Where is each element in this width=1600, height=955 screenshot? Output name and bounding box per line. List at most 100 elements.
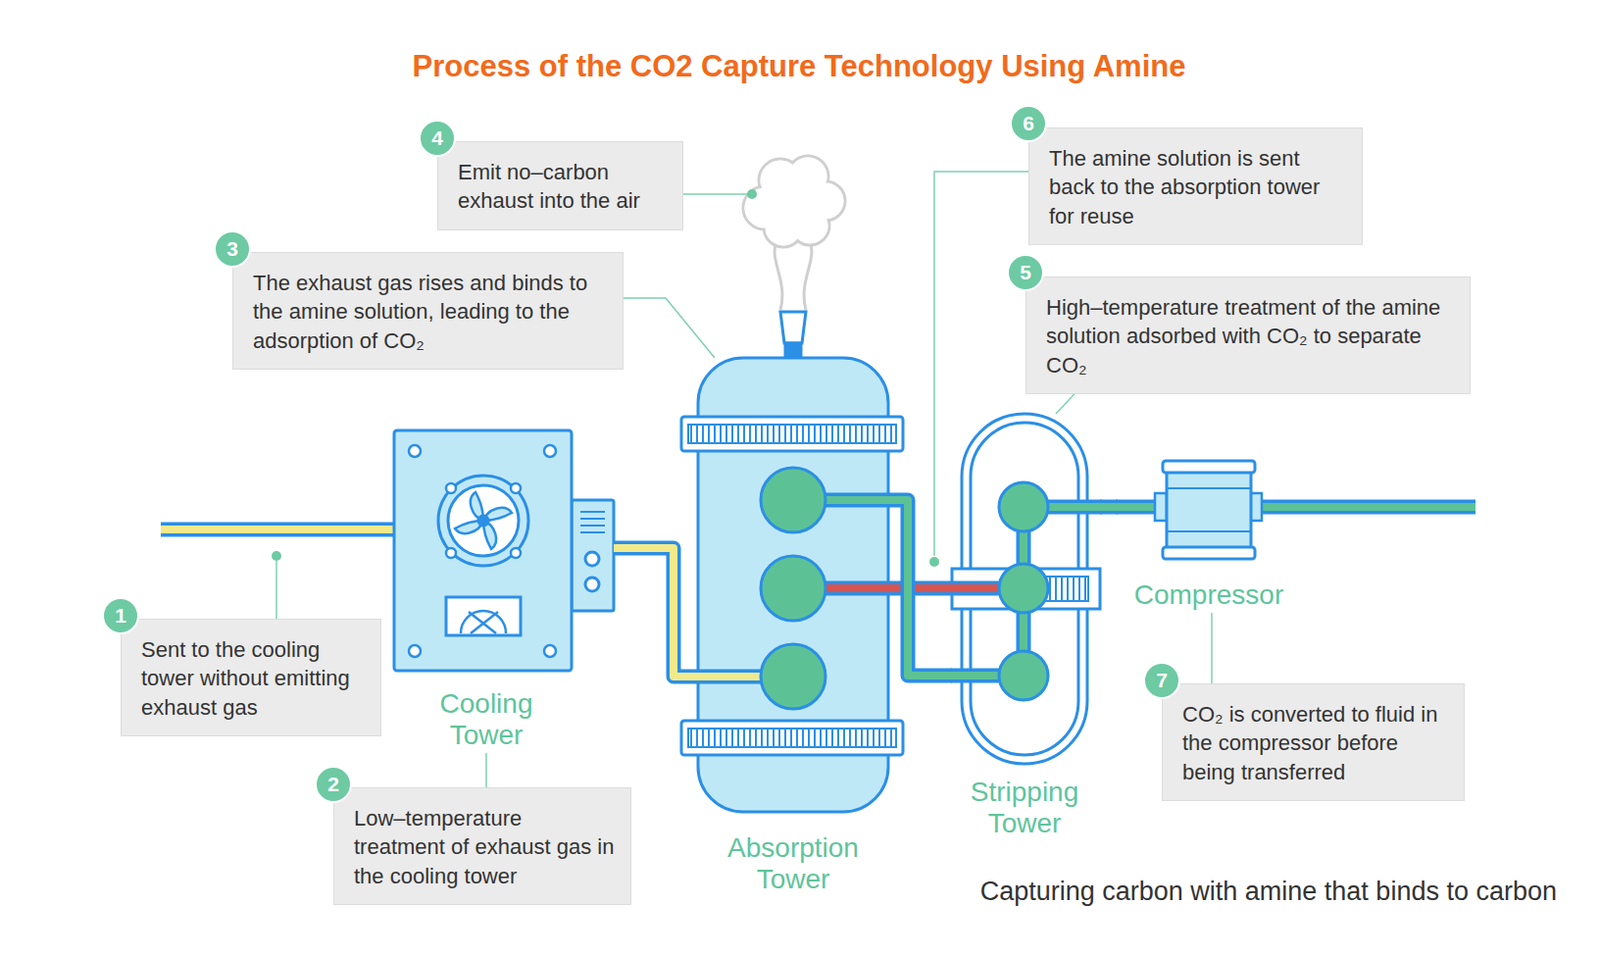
leader-line	[486, 752, 488, 788]
flange	[1154, 493, 1167, 521]
pipe-outline	[888, 500, 952, 676]
exhaust-inlet-pipe-part	[160, 522, 397, 538]
callout-number: 1	[101, 597, 140, 635]
callout-box: The exhaust gas rises and binds to the a…	[232, 251, 624, 370]
compressor: Compressor	[1117, 460, 1304, 613]
compressor-ring	[1162, 460, 1255, 473]
unit-label: Compressor	[1115, 579, 1302, 611]
panel-vents-part	[580, 531, 605, 534]
fan-part	[478, 515, 489, 526]
tower-band	[681, 720, 903, 755]
callout-number: 5	[1006, 253, 1045, 292]
fan-part	[446, 483, 521, 558]
diagram-title: Process of the CO2 Capture Technology Us…	[412, 49, 1187, 85]
housing-screws	[408, 445, 556, 657]
tower-band-part	[688, 424, 897, 444]
exhaust-inlet-pipe-part	[160, 525, 397, 534]
fan-part	[448, 485, 519, 556]
stripping-tower: Stripping Tower	[951, 413, 1100, 842]
fan-part-part	[510, 548, 521, 558]
cooling-tower: Cooling Tower	[394, 430, 614, 753]
tower-band-part	[681, 416, 903, 451]
leader-stroke	[623, 298, 715, 358]
absorption-tower: Absorption Tower	[698, 357, 889, 898]
leader-dots	[271, 189, 940, 567]
pipe-fluid	[1100, 502, 1118, 511]
absorption-ports	[760, 467, 826, 709]
stripping-ports-part	[999, 650, 1049, 700]
callout-number: 7	[1143, 661, 1181, 700]
exhaust-stream	[803, 241, 812, 310]
leader-line	[683, 193, 748, 196]
panel-knob	[585, 577, 600, 592]
pipe-fluid	[613, 548, 699, 677]
leader-stroke	[485, 752, 488, 788]
callout-number: 2	[314, 765, 352, 803]
panel-vents-part	[580, 510, 605, 513]
callout-text: CO₂ is converted to fluid in the compres…	[1182, 700, 1449, 787]
leader-dot	[747, 189, 757, 200]
compressor-drawing	[1114, 460, 1476, 559]
compressor-body	[1166, 468, 1251, 551]
cloud-outline	[743, 155, 846, 248]
housing-screws-part	[408, 645, 421, 657]
absorption-ports-part	[760, 467, 826, 533]
cloud-fill-part	[768, 178, 820, 230]
panel-vents	[580, 511, 605, 533]
stripping-ports	[999, 482, 1049, 700]
fan-part	[438, 475, 529, 566]
fan-part-part	[446, 483, 456, 494]
fan-blades	[454, 492, 512, 550]
pipe-fluid	[888, 500, 952, 676]
fan-part-part	[510, 483, 521, 494]
stripping-tower-drawing	[950, 413, 1103, 764]
callout-text: Low–temperature treatment of exhaust gas…	[353, 803, 615, 891]
compressor-ring	[1162, 547, 1255, 559]
pipe-connector	[613, 548, 699, 677]
callout-box: Emit no–carbon exhaust into the air	[437, 141, 684, 231]
unit-label: Cooling Tower	[407, 688, 565, 751]
callout-text: Sent to the cooling tower without emitti…	[141, 635, 365, 722]
exhaust-inlet-pipe	[160, 529, 397, 531]
cooling-housing	[394, 430, 572, 671]
compressor-seam	[1166, 487, 1251, 490]
exhaust-nozzle	[780, 311, 806, 344]
panel-knob	[585, 551, 600, 566]
leader-line	[275, 560, 278, 619]
callout-box: Sent to the cooling tower without emitti…	[120, 618, 382, 737]
callout-box: CO₂ is converted to fluid in the compres…	[1161, 683, 1465, 801]
pipe-connector	[1100, 506, 1118, 508]
cooling-tower-drawing	[394, 430, 614, 671]
tower-band-part	[688, 728, 897, 748]
gauge-part	[460, 610, 506, 634]
callout-text: High–temperature treatment of the amine …	[1046, 293, 1454, 380]
cloud-fill	[745, 157, 845, 247]
callout-number: 4	[418, 119, 456, 157]
callout-text: The amine solution is sent back to the a…	[1049, 144, 1347, 231]
callout-box: Low–temperature treatment of exhaust gas…	[333, 787, 632, 905]
stripping-ports-part	[999, 482, 1049, 532]
leader-line	[1055, 394, 1075, 414]
callout-text: Emit no–carbon exhaust into the air	[457, 157, 667, 216]
panel-vents-part	[580, 524, 605, 527]
exhaust-stream	[774, 241, 783, 310]
fan-part-part	[446, 548, 456, 558]
leader-stroke	[1210, 612, 1213, 684]
pipe-fluid	[888, 584, 952, 593]
pipe-connector	[888, 588, 952, 590]
fan	[438, 475, 529, 566]
tower-band	[681, 416, 903, 451]
housing-screws-part	[544, 645, 556, 657]
pipe-outline	[1100, 500, 1118, 515]
tower-band-part	[681, 720, 903, 755]
leader-line	[1211, 612, 1213, 684]
diagram-caption: Capturing carbon with amine that binds t…	[980, 876, 1557, 907]
leader-line	[934, 171, 1029, 556]
unit-label: Stripping Tower	[950, 776, 1099, 840]
unit-label: Absorption Tower	[700, 832, 887, 896]
absorption-tower-drawing	[681, 311, 903, 812]
callout-text: The exhaust gas rises and binds to the a…	[252, 268, 607, 355]
callout-number: 6	[1009, 104, 1048, 143]
absorption-ports-part	[760, 644, 826, 709]
